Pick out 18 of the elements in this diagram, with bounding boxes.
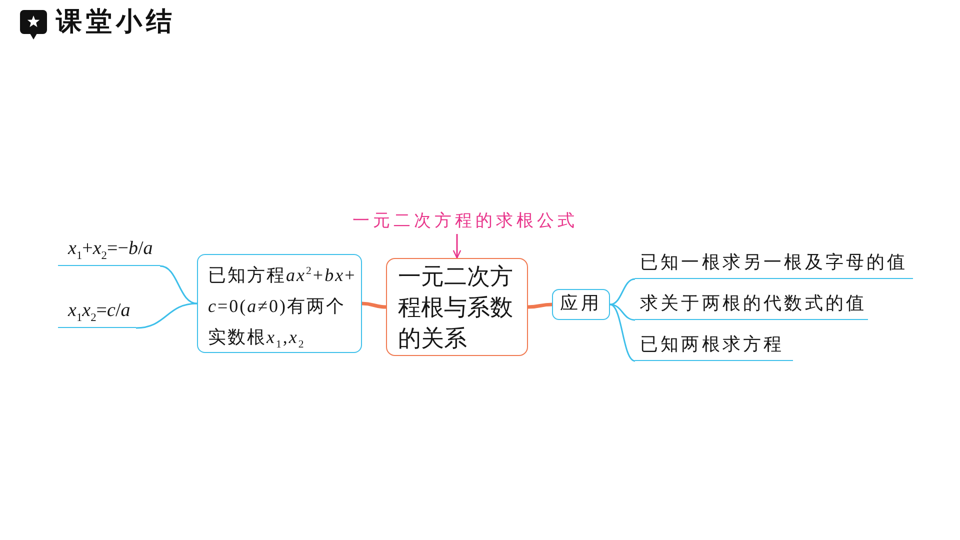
formula-text: x$_{1}$x$_{2}$=c/a [58,292,136,328]
branch-text: 已知一根求另一根及字母的值 [635,249,913,279]
formula-text: x$_{1}$+x$_{2}$=−b/a [58,226,160,266]
branch-text: 已知两根求方程 [635,331,793,361]
central-topic-box: 一元二次方程根与系数的关系 [386,258,528,356]
connector-line [610,278,636,306]
topic-box: 应用 [552,289,610,320]
connector-line [610,304,636,321]
branch-text: 求关于两根的代数式的值 [635,290,868,320]
annotation-text: 一元二次方程的求根公式 [340,208,590,234]
topic-box: 已知方程ax$^{2}$+bx+c=0(a≠0)有两个实数根x$_{1}$,x$_{2}$ [197,254,362,353]
connector-line [160,265,198,304]
connector-line [136,302,198,329]
connector-line [362,302,386,309]
arrow [452,234,462,259]
connector-line [528,302,552,309]
page-title: 课堂小结 [56,6,176,39]
connector-line [610,304,636,362]
